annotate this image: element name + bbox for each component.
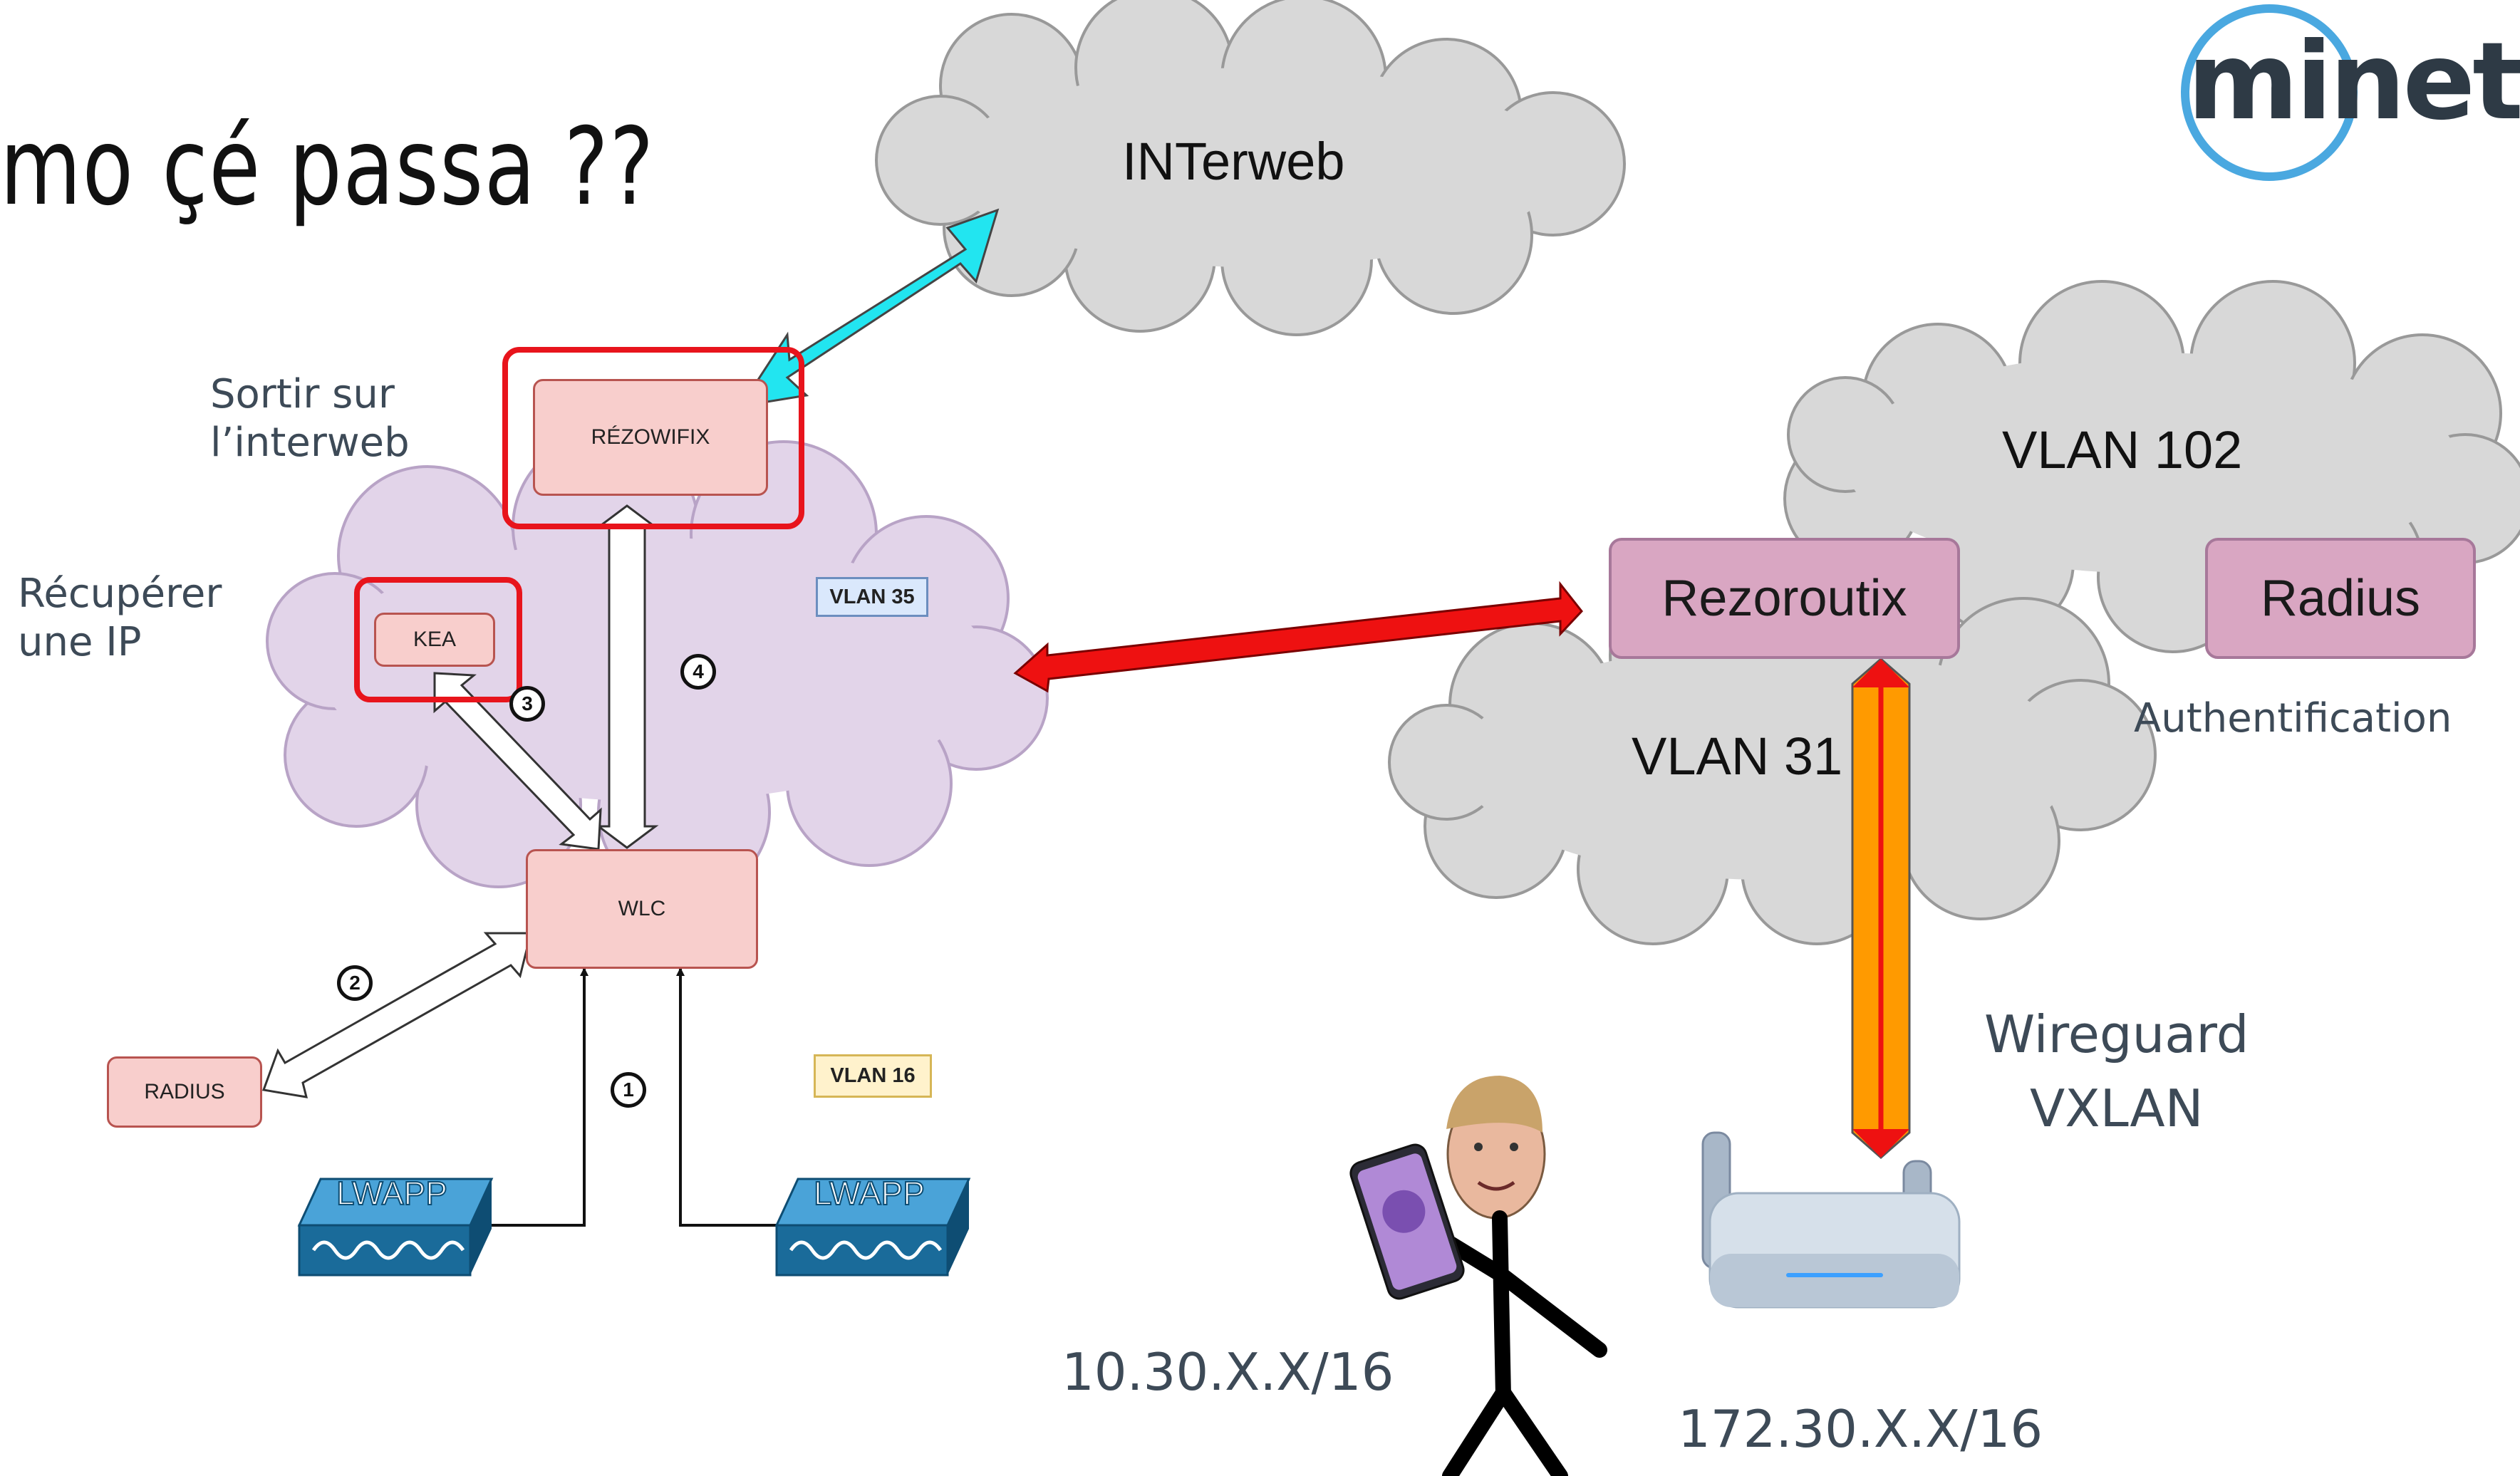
- radius-small-box: RADIUS: [107, 1056, 262, 1128]
- lwapp-label-2: LWAPP: [813, 1175, 925, 1212]
- step-1-badge: 1: [611, 1072, 646, 1108]
- wlc-box: WLC: [526, 849, 758, 969]
- lwapp-label-1: LWAPP: [336, 1175, 448, 1212]
- smartphone: [1349, 1143, 1465, 1300]
- note-authentification: Authentification: [2134, 695, 2452, 742]
- router-ip: 172.30.X.X/16: [1678, 1399, 2043, 1459]
- rezoroutix-box: Rezoroutix: [1609, 538, 1960, 659]
- step-3-badge: 3: [509, 686, 545, 722]
- cloud-label-vlan102: VLAN 102: [2002, 420, 2243, 479]
- page-title: mo çé passa ??: [0, 105, 655, 229]
- vlan16-tag: VLAN 16: [814, 1054, 932, 1098]
- note-sortir: Sortir sur l’interweb: [210, 371, 410, 467]
- minet-logo-text: minet: [2187, 20, 2520, 144]
- note-tunnel: Wireguard VXLAN: [1984, 1004, 2249, 1139]
- step-2-badge: 2: [337, 965, 373, 1001]
- tunnel-arrow: [1851, 658, 1911, 1159]
- step-4-badge: 4: [680, 654, 716, 690]
- ap-connectors: [492, 967, 777, 1227]
- kea-box: KEA: [374, 613, 495, 667]
- cloud-label-vlan31: VLAN 31: [1632, 727, 1843, 786]
- vlan35-tag: VLAN 35: [816, 577, 928, 617]
- minet-logo: [2181, 4, 2358, 181]
- rezowifix-box: RÉZOWIFIX: [533, 379, 768, 496]
- radius-big-box: Radius: [2205, 538, 2476, 659]
- rezowifix-highlight: [502, 347, 804, 529]
- lwapp-ap-1: [297, 1178, 494, 1277]
- user-stick-figure: [1349, 1076, 1607, 1476]
- step2-arrow: [261, 932, 532, 1098]
- lwapp-ap-2: [774, 1178, 971, 1277]
- router-device: [1701, 1131, 1961, 1309]
- cloud-label-internet: INTerweb: [1122, 132, 1345, 191]
- kea-highlight: [354, 577, 522, 702]
- vlan31-cloud: [1388, 554, 2157, 945]
- note-recuperer: Récupérer une IP: [18, 571, 222, 666]
- vlan-link-arrow: [1013, 581, 1583, 693]
- client-ip: 10.30.X.X/16: [1062, 1342, 1394, 1402]
